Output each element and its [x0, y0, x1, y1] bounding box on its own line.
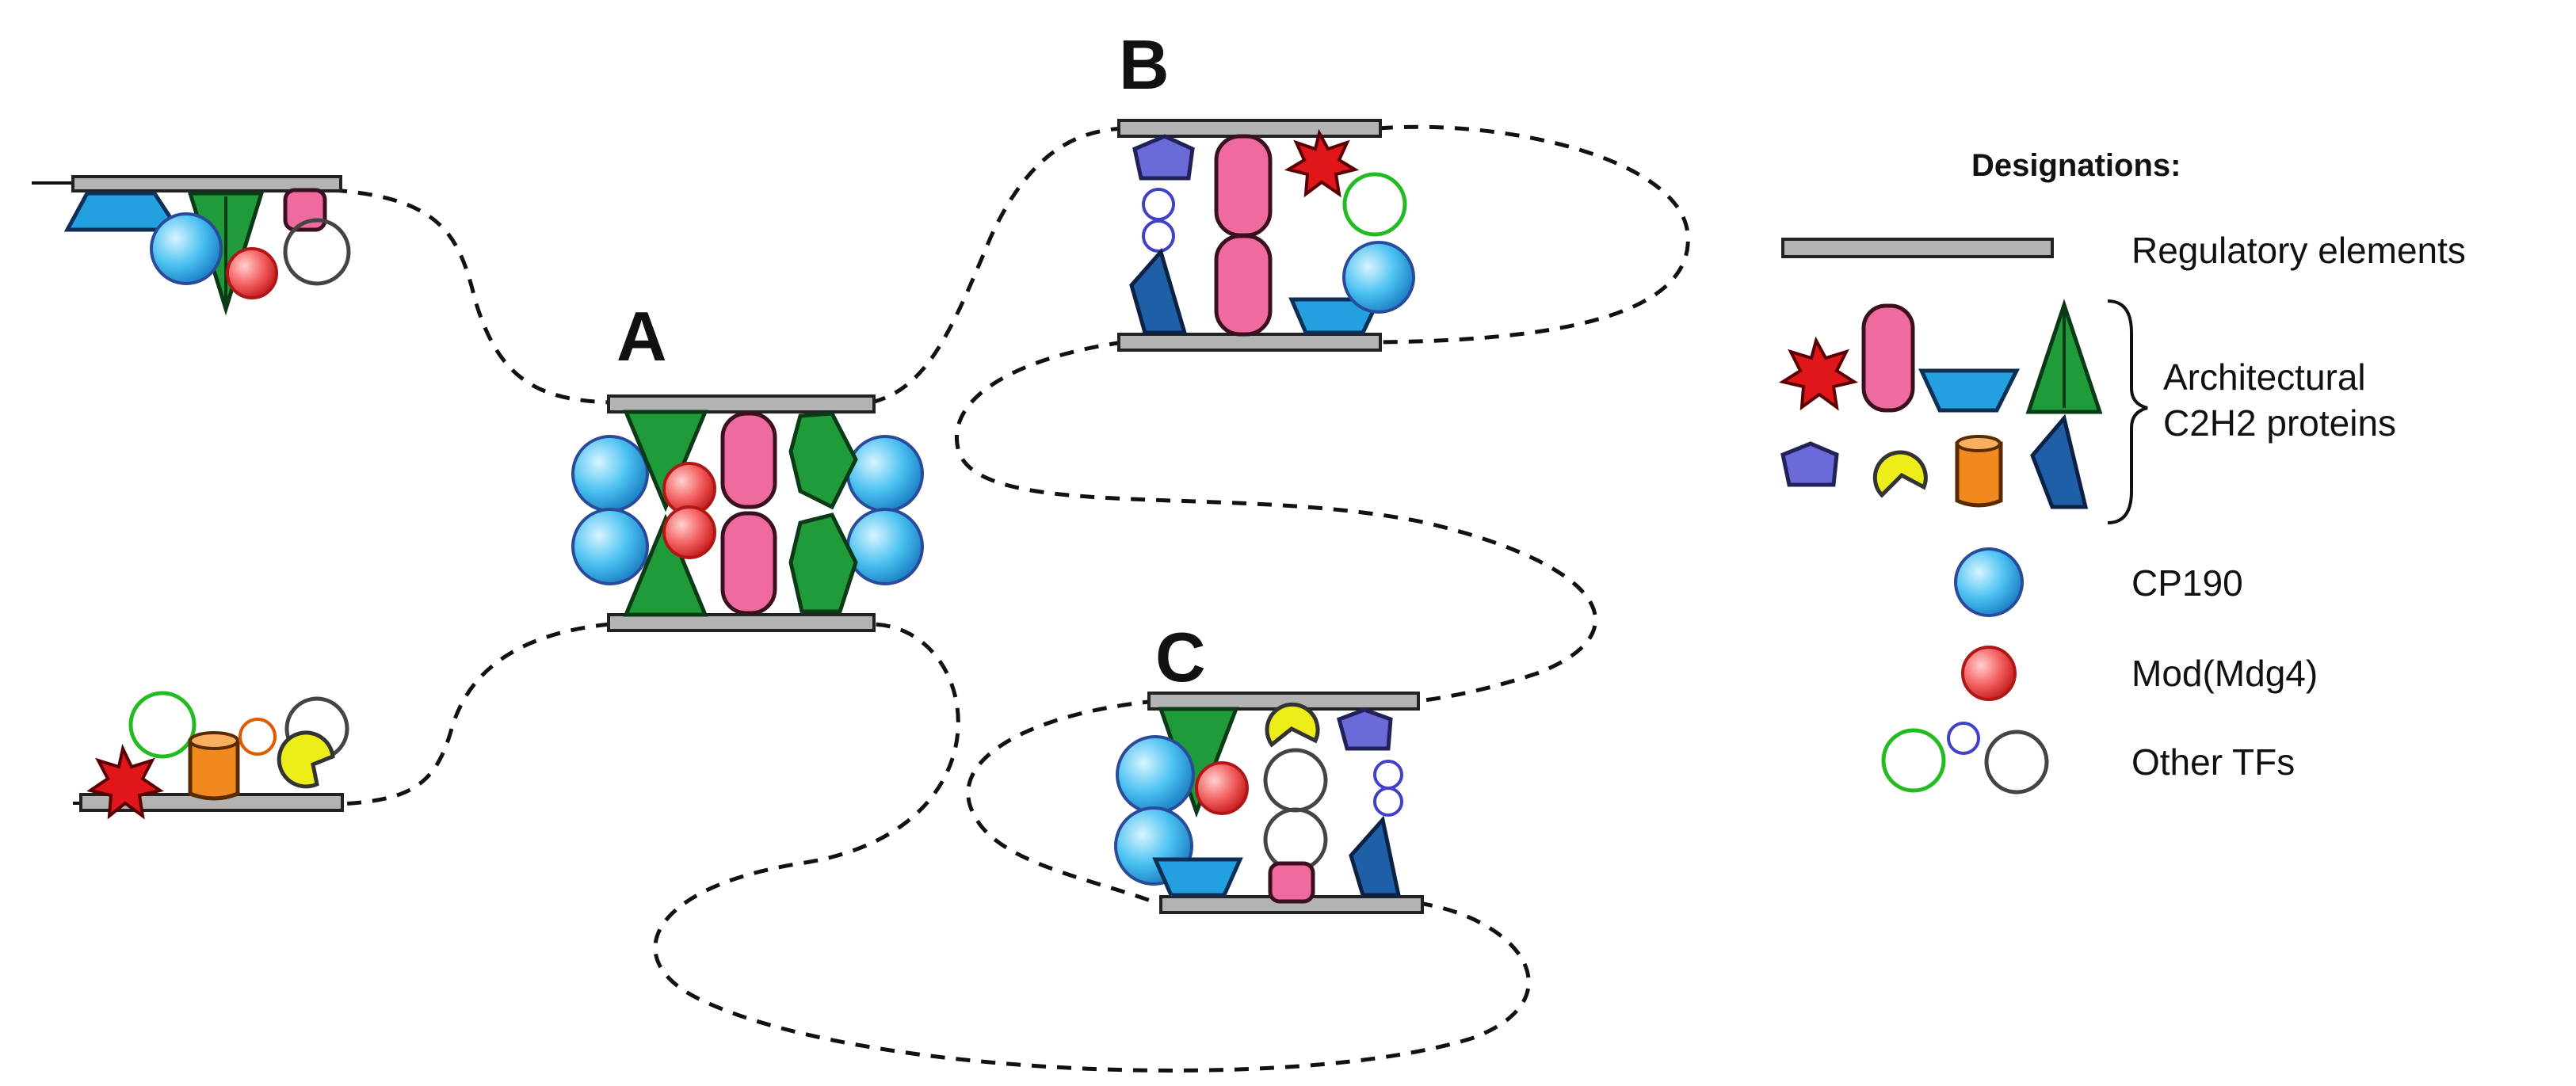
cp190-protein [571, 435, 649, 513]
yellow-pacman-protein [1265, 702, 1320, 748]
label-b: B [1119, 25, 1170, 104]
complex-b: B [1117, 25, 1415, 352]
element-top-left [32, 175, 351, 316]
legend-orange-cylinder-protein [1955, 441, 2003, 508]
loop-top-left-to-a [332, 188, 611, 405]
other-tf-blue [1373, 760, 1403, 790]
green-hexagon-protein [788, 411, 858, 510]
mod-mdg4-protein [226, 247, 278, 299]
cp190-protein [1116, 735, 1195, 814]
mod-mdg4-protein [1195, 761, 1249, 815]
legend-other-tf-blue [1947, 722, 1980, 755]
complex-a: A [571, 297, 924, 632]
cp190-protein [571, 508, 649, 585]
mod-mdg4-protein [662, 505, 716, 559]
complex-c: C [1114, 618, 1424, 914]
legend-cp190-label: CP190 [2131, 562, 2243, 604]
orange-cylinder-protein [188, 738, 240, 801]
legend-navy-parallelogram-protein [2030, 413, 2089, 509]
legend-orange-cylinder-top [1956, 435, 2002, 452]
pink-pill-protein [720, 511, 777, 615]
orange-cylinder-top [189, 731, 239, 750]
legend-architectural-line1: Architectural [2163, 356, 2366, 398]
loop-a-to-b [871, 126, 1124, 405]
legend-purple-pentagon-protein [1780, 441, 1839, 487]
other-tf-gray [1263, 748, 1328, 813]
legend-cp190-protein [1954, 547, 2024, 617]
cp190-protein [1342, 241, 1415, 314]
red-star-protein [1284, 128, 1360, 198]
pink-square-protein [1268, 861, 1315, 904]
other-tf-blue [1142, 188, 1175, 221]
blue-trapezoid-protein [1152, 857, 1243, 897]
loop-b-right-turn [1378, 124, 1690, 345]
other-tf-orange [239, 718, 277, 756]
pink-pill-protein [1214, 134, 1273, 238]
navy-parallelogram-protein [1129, 247, 1188, 335]
legend-brace [2107, 299, 2148, 524]
legend-architectural-line2: C2H2 proteins [2163, 402, 2396, 444]
red-star-protein [86, 743, 164, 820]
purple-pentagon-protein [1336, 707, 1393, 751]
pink-pill-protein [720, 411, 777, 509]
other-tf-green [1342, 172, 1407, 237]
cp190-protein [846, 508, 924, 585]
legend-regulatory-label: Regulatory elements [2131, 230, 2466, 271]
label-a: A [616, 297, 667, 375]
legend-title: Designations: [1971, 148, 2181, 183]
legend: Designations: Regulatory elements Archit… [1778, 148, 2466, 794]
yellow-pacman-protein [277, 730, 335, 789]
element-bottom-left [73, 691, 349, 820]
label-c: C [1155, 618, 1206, 696]
pink-pill-protein [1214, 234, 1273, 337]
legend-red-star-protein [1778, 336, 1859, 411]
legend-mod-mdg4-protein [1961, 646, 2017, 701]
legend-other-label: Other TFs [2131, 741, 2295, 783]
other-tf-blue [1142, 219, 1175, 253]
regulatory-element-bar-bottom [607, 613, 876, 632]
cp190-protein [846, 435, 924, 513]
legend-other-tf-green [1881, 728, 1946, 793]
legend-regulatory-bar [1781, 238, 2054, 258]
other-tf-gray [283, 218, 351, 286]
blue-trapezoid-protein [1288, 297, 1382, 335]
green-hexagon-protein [788, 513, 858, 614]
other-tf-green [128, 691, 197, 759]
loop-c-to-a-bottom [653, 622, 1531, 1073]
legend-pink-pill-protein [1861, 303, 1915, 413]
legend-yellow-pacman-protein [1872, 450, 1928, 498]
green-triangle-protein [623, 513, 708, 617]
cp190-protein [150, 212, 223, 285]
loop-b-to-c [955, 340, 1597, 703]
purple-pentagon-protein [1132, 134, 1195, 181]
legend-blue-trapezoid-protein [1918, 368, 2021, 413]
other-tf-gray [1263, 807, 1328, 872]
other-tf-blue [1373, 787, 1403, 817]
regulatory-element-bar-top [1117, 119, 1382, 138]
regulatory-element-bar [71, 175, 342, 192]
green-triangle-protein [623, 410, 708, 513]
chromatin-loops [332, 124, 1690, 1073]
regulatory-element-bar-bottom [1117, 333, 1382, 352]
navy-parallelogram-protein [1349, 815, 1402, 897]
loop-a-to-bottom-left [340, 622, 611, 806]
regulatory-element-bar-top [607, 394, 876, 413]
legend-other-tf-gray [1984, 730, 2049, 794]
legend-mod-label: Mod(Mdg4) [2131, 653, 2318, 694]
